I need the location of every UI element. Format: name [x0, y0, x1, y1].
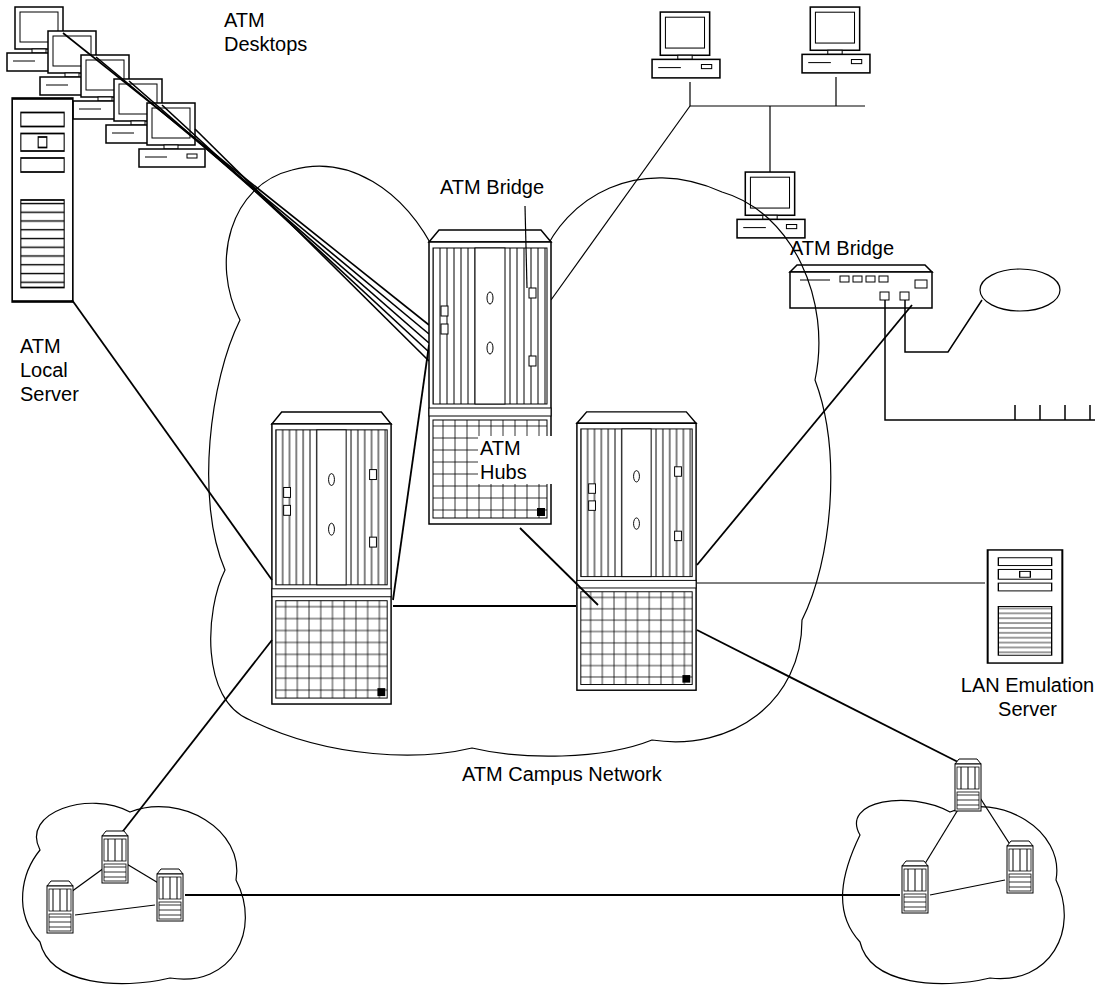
emulation-server: LAN Emulation Server [945, 545, 1114, 730]
node-label: ATM Desktops [224, 8, 319, 56]
node-label: ATM Bridge [440, 175, 565, 199]
local-server: ATM Local Server [5, 90, 105, 415]
desktop-group: ATM Desktops [0, 0, 323, 210]
hub-label: ATM Hubs [478, 436, 558, 484]
bridge-device: ATM Bridge [785, 236, 935, 314]
node-label: LAN Emulation Server [945, 673, 1110, 721]
link-cable [63, 33, 429, 361]
node-label: ATM Campus Network [462, 762, 692, 786]
node-label: ATM Bridge [790, 236, 930, 260]
node-label: ATM Local Server [20, 334, 100, 406]
